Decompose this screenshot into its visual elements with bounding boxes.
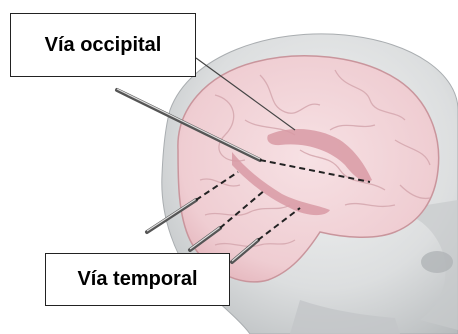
temporal-route-text: Vía temporal: [77, 268, 197, 291]
occipital-route-text: Vía occipital: [45, 34, 162, 57]
eye-socket: [421, 251, 453, 273]
temporal-route-label: Vía temporal: [45, 253, 230, 306]
occipital-route-label: Vía occipital: [10, 13, 196, 77]
